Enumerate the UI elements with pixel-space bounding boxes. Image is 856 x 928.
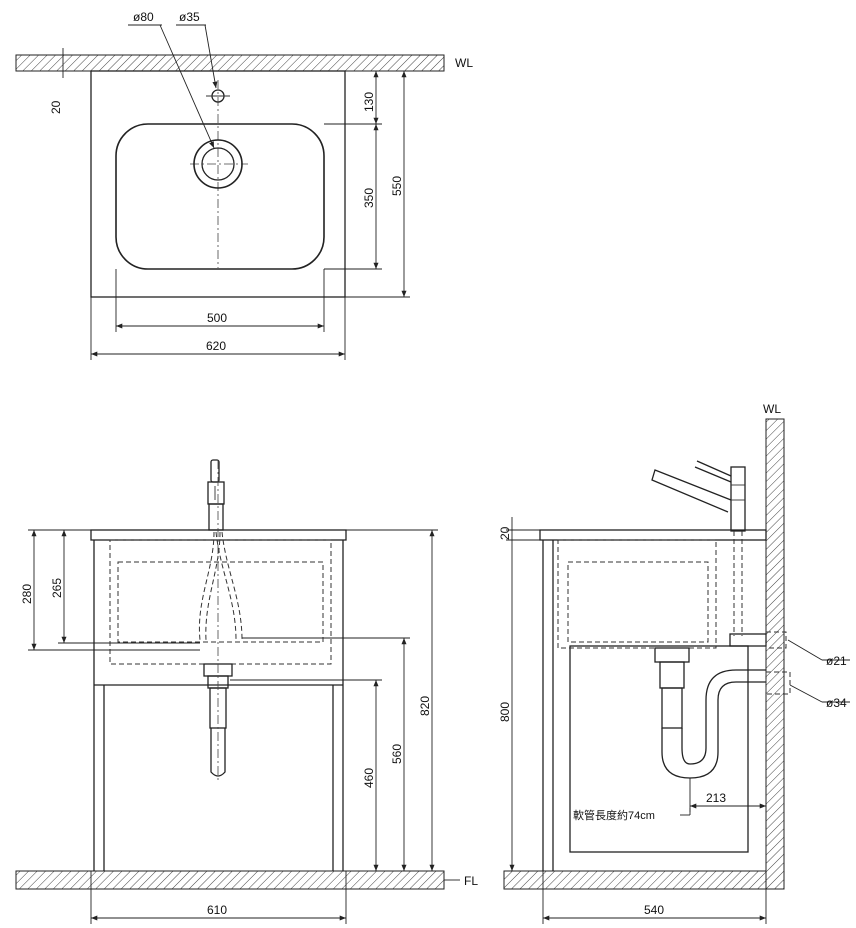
side-trap-outer xyxy=(661,681,766,779)
d35-leader xyxy=(204,24,218,89)
dim-side-800: 800 xyxy=(498,702,512,722)
front-countertop xyxy=(90,529,347,541)
side-trap-inner xyxy=(681,669,766,765)
dim-front-460: 460 xyxy=(362,768,376,788)
side-bowl-dashed xyxy=(557,539,717,649)
front-hose-right-2 xyxy=(221,531,243,641)
dim-side-213: 213 xyxy=(706,791,726,805)
front-bowl-dashed xyxy=(109,539,332,665)
side-bowl-inner-dashed xyxy=(567,561,709,643)
front-view: FL 280 xyxy=(15,459,478,924)
side-drain-wall-fitting xyxy=(765,671,791,695)
d21-leader xyxy=(787,639,823,661)
drain-inner xyxy=(201,147,235,181)
front-drain-tail xyxy=(210,728,226,777)
dim-top-500: 500 xyxy=(207,311,227,325)
side-drain-nut xyxy=(659,661,685,689)
drain-outer xyxy=(193,139,243,189)
dim-side-d34: ø34 xyxy=(826,696,847,710)
dim-top-20: 20 xyxy=(49,100,63,114)
dim-side-20: 20 xyxy=(498,526,512,540)
dim-front-280: 280 xyxy=(20,584,34,604)
front-floor-hatch xyxy=(15,870,445,890)
dim-side-540: 540 xyxy=(644,903,664,917)
side-inner-panel xyxy=(569,645,749,853)
dim-top-d35: ø35 xyxy=(179,10,200,24)
front-hose-left xyxy=(198,531,215,641)
dim-top-350: 350 xyxy=(362,188,376,208)
side-view: WL ø21 xyxy=(498,402,850,924)
front-hose-left-2 xyxy=(205,531,221,641)
side-floor-hatch xyxy=(503,870,767,890)
top-countertop-outline xyxy=(90,70,346,298)
dim-top-130: 130 xyxy=(362,92,376,112)
dim-top-620: 620 xyxy=(206,339,226,353)
fl-label: FL xyxy=(464,874,478,888)
dim-front-610: 610 xyxy=(207,903,227,917)
side-faucet xyxy=(651,460,746,532)
hose-length-note: 軟管長度約74cm xyxy=(573,808,655,822)
dim-front-265: 265 xyxy=(50,578,64,598)
front-bowl-inner-dashed xyxy=(117,561,324,643)
side-supply-wall-fitting xyxy=(765,631,787,649)
d80-leader xyxy=(159,24,215,149)
dim-side-d21: ø21 xyxy=(826,654,847,668)
side-countertop xyxy=(539,529,767,541)
side-supply-valve xyxy=(729,633,767,647)
dim-front-820: 820 xyxy=(418,696,432,716)
front-hose-right xyxy=(215,531,237,641)
front-faucet xyxy=(207,459,225,531)
top-wall-hatch xyxy=(15,54,445,72)
dim-top-550: 550 xyxy=(390,176,404,196)
side-drain-body xyxy=(654,647,690,663)
wl-label-side: WL xyxy=(763,402,781,416)
dim-front-560: 560 xyxy=(390,744,404,764)
top-bowl-outline xyxy=(115,123,325,270)
side-drain-pipe xyxy=(661,687,683,729)
dim-top-d80: ø80 xyxy=(133,10,154,24)
top-view: WL ø80 ø35 20 130 350 550 xyxy=(15,10,473,360)
wl-label-top: WL xyxy=(455,56,473,70)
side-wall-hatch xyxy=(765,418,785,890)
d34-leader xyxy=(789,684,823,703)
